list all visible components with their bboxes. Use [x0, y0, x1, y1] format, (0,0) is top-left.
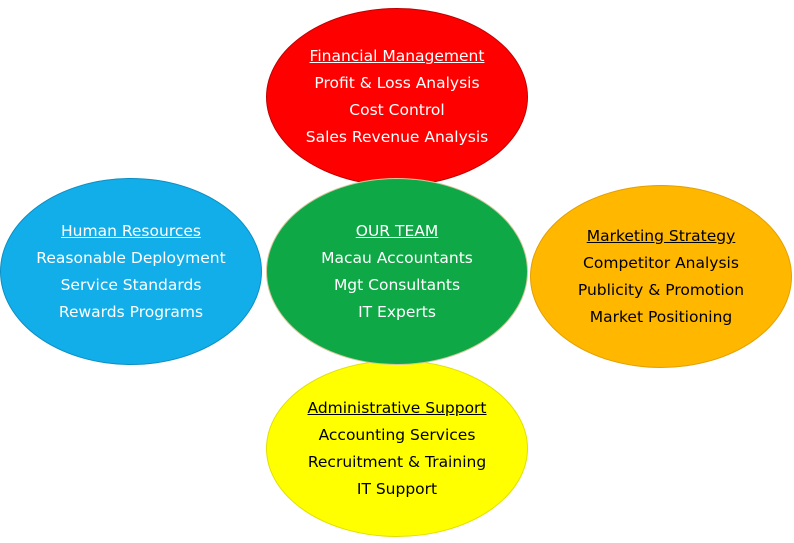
financial-management-item: Cost Control [349, 101, 445, 119]
human-resources-item: Service Standards [60, 275, 202, 294]
human-resources-bubble: Human Resources Reasonable Deployment Se… [0, 178, 262, 365]
financial-management-bubble: Financial Management Profit & Loss Analy… [266, 8, 528, 186]
human-resources-title: Human Resources [61, 221, 201, 240]
our-team-bubble: OUR TEAM Macau Accountants Mgt Consultan… [266, 178, 528, 365]
our-team-title: OUR TEAM [355, 221, 439, 240]
administrative-support-item: IT Support [356, 479, 438, 498]
human-resources-item: Reasonable Deployment [36, 248, 226, 267]
marketing-strategy-item: Publicity & Promotion [577, 280, 745, 299]
marketing-strategy-item: Market Positioning [589, 307, 733, 326]
administrative-support-bubble: Administrative Support Accounting Servic… [266, 360, 528, 537]
financial-management-item: Profit & Loss Analysis [314, 74, 480, 92]
administrative-support-item: Accounting Services [318, 425, 476, 444]
our-team-item: Macau Accountants [321, 248, 473, 267]
financial-management-title: Financial Management [309, 47, 485, 65]
administrative-support-title: Administrative Support [307, 398, 487, 417]
our-team-item: Mgt Consultants [333, 275, 461, 294]
marketing-strategy-bubble: Marketing Strategy Competitor Analysis P… [530, 185, 792, 368]
marketing-strategy-title: Marketing Strategy [586, 226, 736, 245]
marketing-strategy-item: Competitor Analysis [583, 253, 739, 272]
administrative-support-item: Recruitment & Training [307, 452, 487, 471]
financial-management-item: Sales Revenue Analysis [305, 128, 489, 146]
our-team-item: IT Experts [358, 302, 436, 321]
human-resources-item: Rewards Programs [58, 302, 204, 321]
